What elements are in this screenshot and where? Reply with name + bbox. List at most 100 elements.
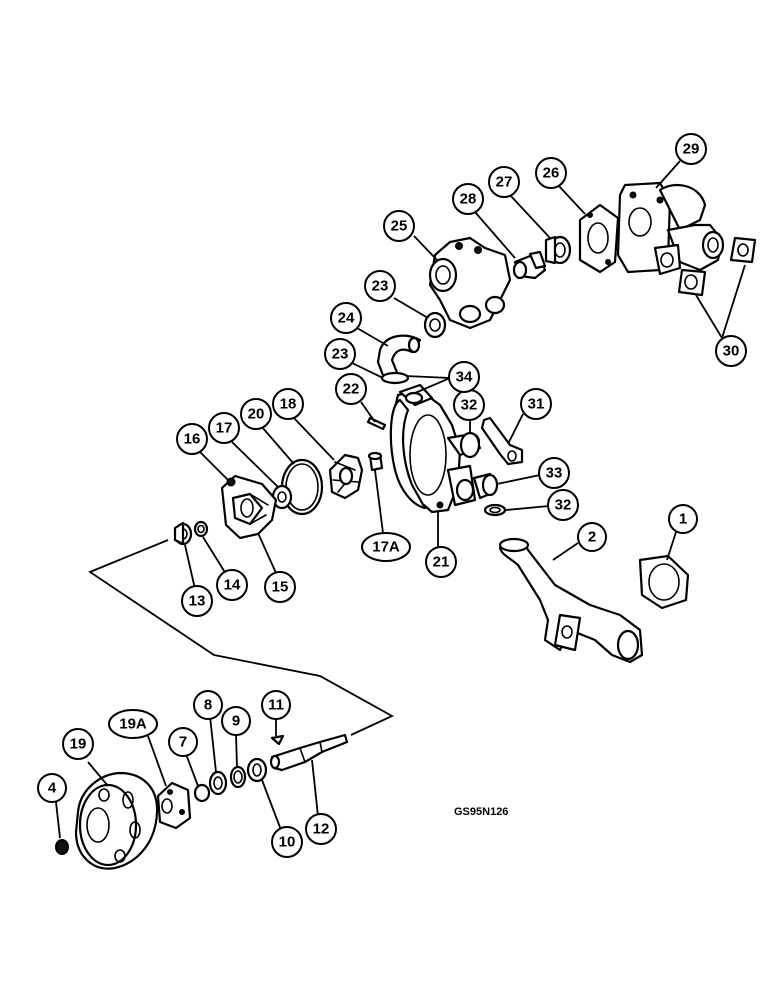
callout-28: 28	[452, 183, 484, 215]
part-25-thermostat-housing	[428, 236, 512, 330]
callout-18: 18	[272, 388, 304, 420]
svg-text:17A: 17A	[372, 539, 400, 556]
callout-34: 34	[448, 361, 480, 393]
callout-16: 16	[176, 423, 208, 455]
part-19-pulley	[74, 771, 159, 870]
svg-text:25: 25	[391, 218, 408, 235]
callout-8: 8	[193, 690, 223, 720]
svg-text:23: 23	[332, 346, 349, 363]
svg-text:7: 7	[179, 734, 187, 751]
svg-text:26: 26	[543, 165, 560, 182]
callout-11: 11	[261, 690, 291, 720]
callout-19: 19	[62, 728, 94, 760]
part-9-ring	[229, 765, 247, 789]
svg-text:18: 18	[280, 396, 297, 413]
part-15-pump-cover	[220, 474, 278, 540]
callout-23-lower: 23	[324, 338, 356, 370]
svg-text:20: 20	[248, 406, 265, 423]
callout-21: 21	[425, 546, 457, 578]
svg-text:19A: 19A	[119, 716, 147, 733]
callout-25: 25	[383, 210, 415, 242]
part-32-upper-seal	[459, 431, 481, 459]
callout-22: 22	[335, 373, 367, 405]
svg-text:34: 34	[456, 369, 473, 386]
callout-27: 27	[488, 166, 520, 198]
callout-1: 1	[668, 504, 698, 534]
svg-text:13: 13	[189, 593, 206, 610]
part-14-ring	[193, 520, 209, 538]
callout-20: 20	[240, 398, 272, 430]
svg-text:27: 27	[496, 174, 513, 191]
svg-text:14: 14	[224, 577, 241, 594]
svg-text:29: 29	[683, 141, 700, 158]
callout-17a: 17A	[361, 532, 411, 562]
svg-text:17: 17	[216, 420, 233, 437]
svg-text:9: 9	[232, 713, 240, 730]
part-1-gasket	[638, 554, 690, 610]
part-33-sleeve	[472, 472, 499, 500]
svg-text:28: 28	[460, 191, 477, 208]
leader-lines	[55, 160, 746, 839]
svg-text:22: 22	[343, 381, 360, 398]
part-22-pin	[366, 416, 387, 431]
callout-32-upper: 32	[453, 389, 485, 421]
part-23-upper-seal	[423, 311, 447, 339]
callout-4: 4	[37, 773, 67, 803]
part-10-bearing	[246, 757, 268, 783]
svg-text:1: 1	[679, 511, 687, 528]
part-12-shaft	[269, 733, 349, 772]
callout-7: 7	[168, 727, 198, 757]
svg-text:23: 23	[372, 278, 389, 295]
callouts: 1 2 4 7 8 9 10 11 12 13 14 15 16 17 17A …	[37, 133, 747, 858]
callout-19a: 19A	[108, 709, 158, 739]
svg-text:2: 2	[588, 529, 596, 546]
svg-text:15: 15	[272, 579, 289, 596]
svg-text:16: 16	[184, 431, 201, 448]
part-17a-bushing	[367, 451, 384, 472]
svg-text:30: 30	[723, 343, 740, 360]
svg-text:12: 12	[313, 821, 330, 838]
part-16-bolt	[226, 477, 236, 487]
part-8-bearing	[208, 770, 228, 796]
callout-23-upper: 23	[364, 270, 396, 302]
callout-17: 17	[208, 412, 240, 444]
part-13-bearing	[173, 521, 193, 546]
part-19a-hub	[156, 781, 192, 830]
svg-text:24: 24	[338, 310, 355, 327]
part-21-pump-housing	[389, 383, 482, 514]
figure-code: GS95N126	[454, 806, 508, 818]
part-11-key	[270, 734, 285, 746]
callout-2: 2	[577, 522, 607, 552]
part-31-bracket	[480, 416, 524, 466]
svg-text:11: 11	[268, 697, 284, 714]
part-26-gasket	[578, 203, 620, 274]
svg-text:21: 21	[433, 554, 450, 571]
callout-12: 12	[305, 813, 337, 845]
svg-text:32: 32	[555, 497, 572, 514]
svg-text:31: 31	[528, 396, 545, 413]
callout-26: 26	[535, 157, 567, 189]
svg-text:33: 33	[546, 465, 563, 482]
part-28-thermostat	[512, 250, 547, 280]
svg-text:10: 10	[279, 834, 296, 851]
part-29-outlet-manifold	[616, 181, 725, 276]
callout-10: 10	[271, 826, 303, 858]
callout-33: 33	[538, 457, 570, 489]
callout-29: 29	[675, 133, 707, 165]
part-2-pipe	[498, 537, 644, 664]
svg-text:4: 4	[48, 780, 57, 797]
callout-32-lower: 32	[547, 489, 579, 521]
part-24-hose	[376, 334, 422, 380]
callout-30: 30	[715, 335, 747, 367]
part-7-spacer	[193, 783, 211, 803]
callout-9: 9	[221, 706, 251, 736]
part-32-lower-seal	[483, 503, 507, 517]
part-23-lower-seal	[380, 371, 410, 385]
svg-text:19: 19	[70, 736, 87, 753]
svg-text:8: 8	[204, 697, 212, 714]
callout-13: 13	[181, 585, 213, 617]
part-4-nut	[55, 839, 69, 855]
svg-text:32: 32	[461, 397, 478, 414]
part-27-seal	[544, 235, 572, 265]
